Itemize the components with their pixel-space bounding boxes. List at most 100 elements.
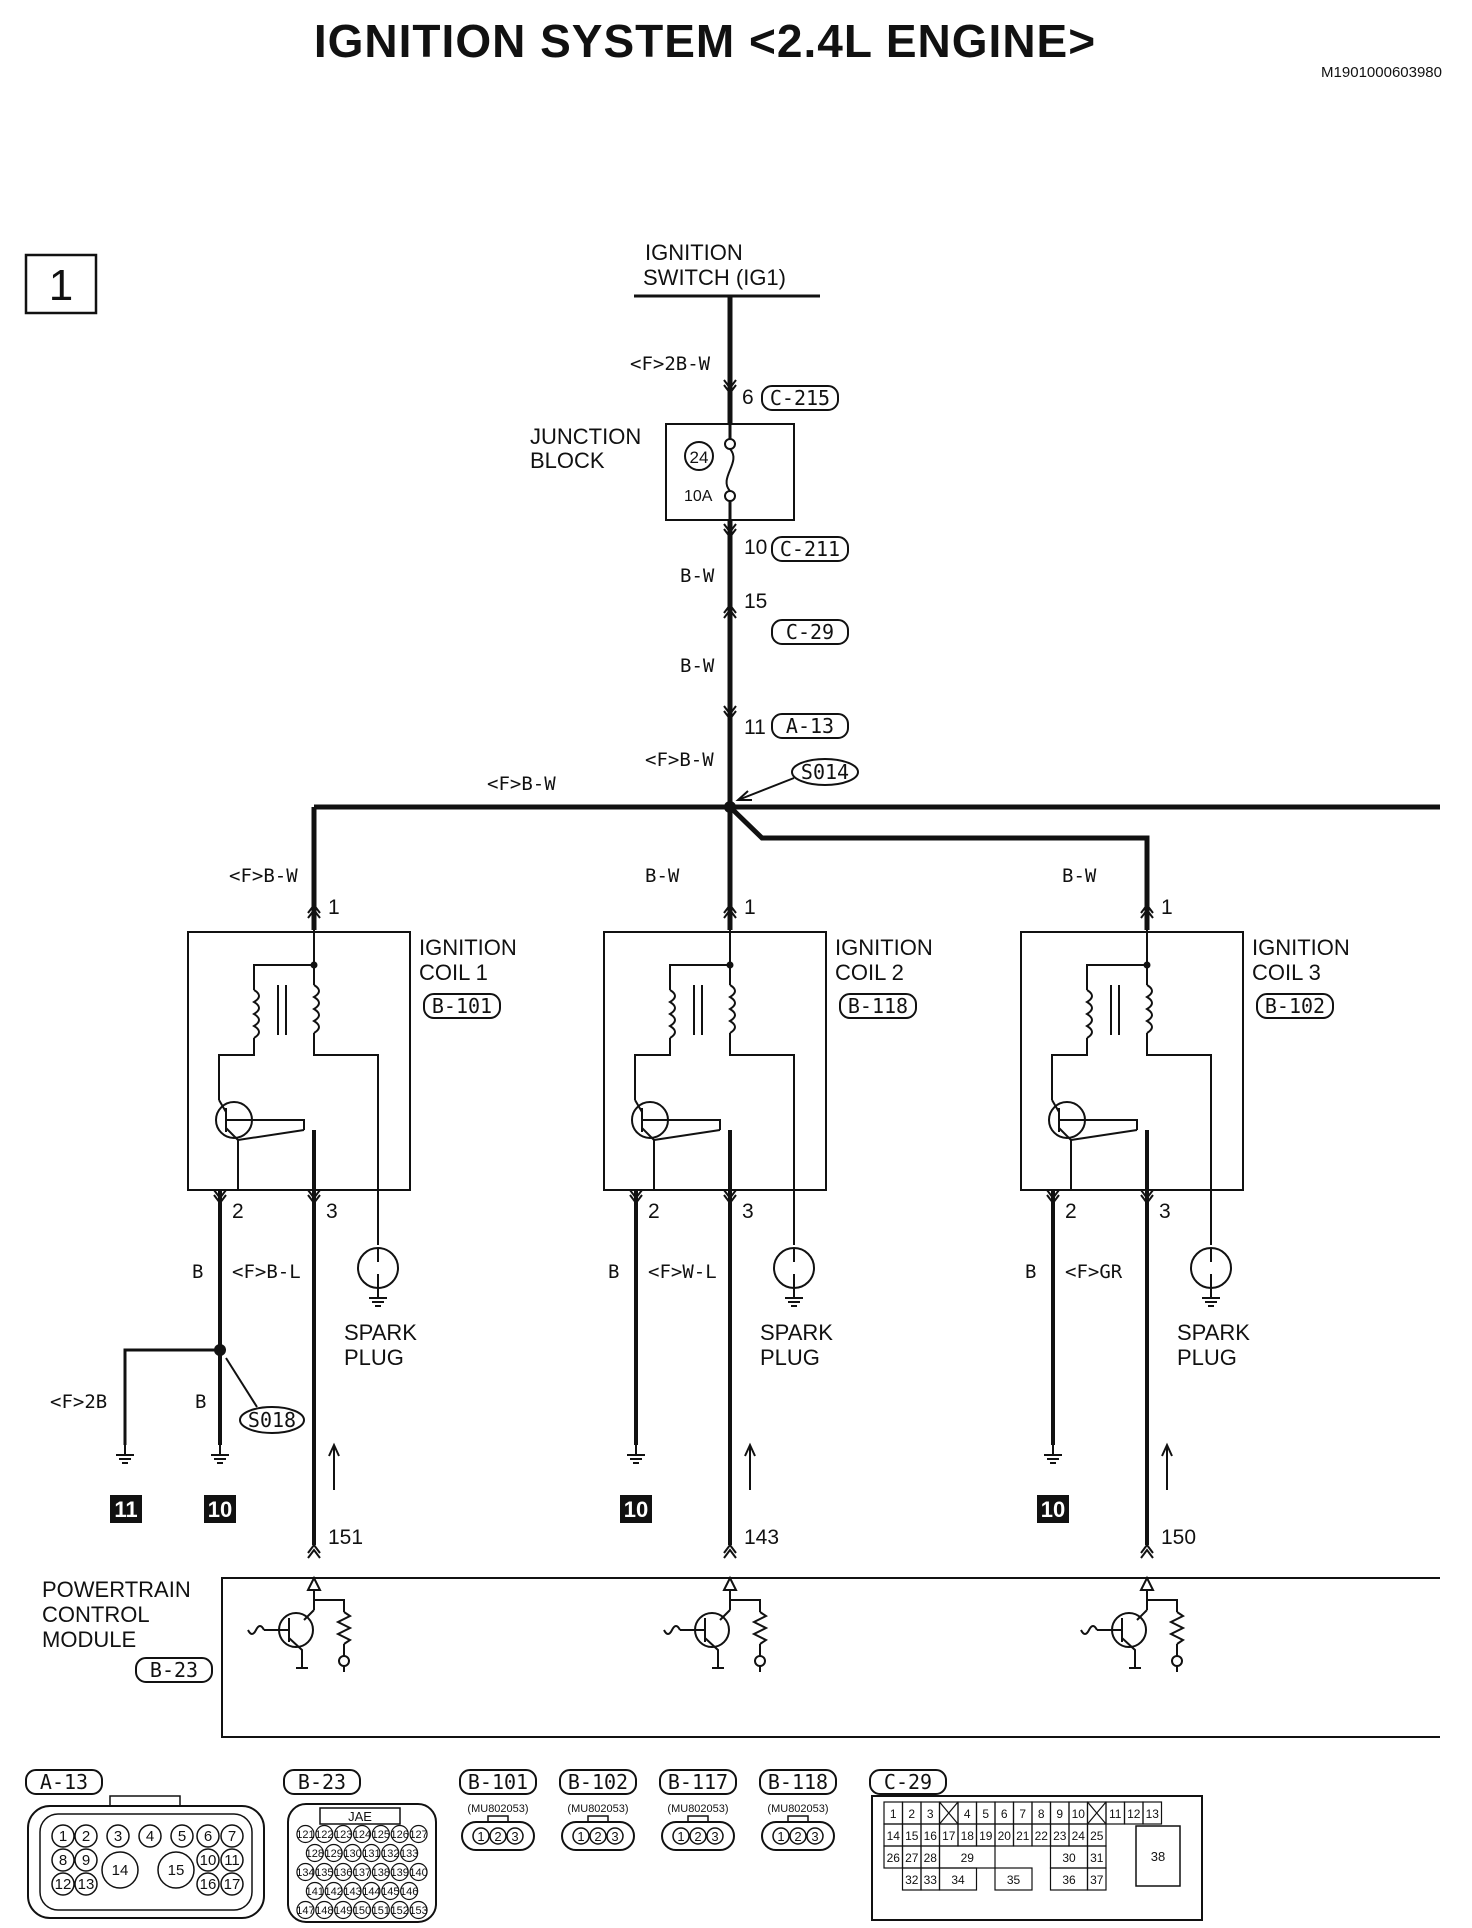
connector-c29-housing (871, 1795, 1203, 1921)
connector-a13-pin-4: 4 (146, 1828, 154, 1845)
connector-b23-pin-129: 129 (325, 1848, 343, 1860)
connector-b23-pin-152: 152 (391, 1905, 409, 1917)
connector-a13-pin-2-circle (74, 1824, 98, 1848)
connector-c29-pin-31: 31 (1090, 1851, 1104, 1865)
fuse-number-circle (684, 441, 714, 471)
connector-b102-part: (MU802053) (567, 1803, 628, 1815)
connector-c29-pin-33: 33 (924, 1873, 938, 1887)
connector-b118-ref-box (759, 1769, 837, 1795)
connector-b23-pin-142-circle (324, 1881, 343, 1901)
pcm-ref-box (135, 1657, 213, 1683)
splice-s018-dot (214, 1344, 226, 1356)
connector-c29-pin-14: 14 (887, 1829, 901, 1843)
pcm-driver1-pullup-terminal (338, 1655, 350, 1667)
connector-a13-pin-5: 5 (178, 1828, 186, 1845)
connector-c211-box (771, 536, 849, 562)
connector-b23-pin-132: 132 (381, 1848, 399, 1860)
coil3-pcm-connector-arrow (1140, 1544, 1154, 1559)
connector-b23-pin-153: 153 (409, 1905, 427, 1917)
connector-c29-pin-16: 16 (924, 1829, 938, 1843)
coil3-spark-lead (1146, 1033, 1212, 1245)
coil2-ground-ref: 10 (624, 1497, 648, 1522)
coil3-ground-ref-box (1037, 1495, 1069, 1523)
connector-b101-pin-3: 3 (511, 1829, 518, 1844)
wire-label-fbw-bus: <F>B-W (487, 773, 556, 795)
connector-b23-pin-126-circle (390, 1824, 409, 1844)
wire-label-bw-2: B-W (680, 655, 715, 677)
pcm-driver2-resistor-icon (751, 1611, 769, 1645)
connector-b118-pin-2-circle (789, 1827, 807, 1845)
connector-a13-pin-1-circle (51, 1824, 75, 1848)
connector-b101-pin-2: 2 (494, 1829, 501, 1844)
connector-c29-pin-20: 20 (998, 1829, 1012, 1843)
coil3-pin-3: 3 (1159, 1200, 1171, 1223)
coil3-ground-icon (1043, 1444, 1063, 1464)
connector-a13-pin-14: 14 (112, 1862, 129, 1879)
coil3-ref: B-102 (1265, 994, 1325, 1018)
pcm-driver3-pullup-terminal (1171, 1655, 1183, 1667)
page-number: 1 (49, 261, 73, 310)
connector-b23-pin-142: 142 (325, 1886, 343, 1898)
pin-a13: 11 (744, 716, 766, 739)
connector-b118-part: (MU802053) (767, 1803, 828, 1815)
wire-label-b-after-splice: B (195, 1391, 206, 1413)
connector-b117-ref-box (659, 1769, 737, 1795)
fuse-terminal-bottom (724, 490, 736, 502)
coil2-ref-box (839, 993, 917, 1019)
connector-b23-pin-134: 134 (296, 1867, 314, 1879)
connector-b101-ref-box (459, 1769, 537, 1795)
connector-a13-pin-6-circle (196, 1824, 220, 1848)
pcm-driver-3 (1080, 1575, 1186, 1672)
connector-b23-pin-132-circle (381, 1843, 400, 1863)
connector-c29-pin-12: 12 (1127, 1807, 1141, 1821)
connector-b23-pin-146-circle (400, 1881, 419, 1901)
pcm-driver2-pullup-terminal (754, 1655, 766, 1667)
connector-b23-pin-127-circle (409, 1824, 428, 1844)
coil2-spark-lead (729, 1033, 795, 1245)
connector-c211-ref: C-211 (780, 537, 840, 561)
coil2-ground-wire-label: B (608, 1261, 619, 1283)
connector-c29-pin-37-cell (1086, 1867, 1107, 1891)
connector-a13-pin-10: 10 (200, 1852, 217, 1869)
coil2-input-wire-label: B-W (645, 865, 680, 887)
pin-c211: 10 (744, 536, 767, 559)
connector-c29-pin-21: 21 (1016, 1829, 1030, 1843)
connector-b101-pin-2-circle (489, 1827, 507, 1845)
coil1-pin-1: 1 (328, 896, 340, 919)
connector-b23-pin-137-circle (352, 1862, 372, 1882)
connector-a13-pin-11-circle (220, 1848, 244, 1872)
connector-b23-pin-135-circle (315, 1862, 334, 1882)
connector-b117-pin-2-circle (689, 1827, 707, 1845)
junction-block-label-1: JUNCTION (530, 424, 641, 449)
connector-c215-box (761, 385, 839, 411)
connector-b118-ref: B-118 (768, 1770, 828, 1794)
connector-b117-pin-2: 2 (694, 1829, 701, 1844)
connector-a13-pin-5-circle (170, 1824, 194, 1848)
connector-b23-ref: B-23 (298, 1770, 346, 1794)
coil2-spark-label-1: SPARK (760, 1320, 833, 1345)
connector-c29-pin-9: 9 (1056, 1807, 1063, 1821)
coil3-name-1: IGNITION (1252, 935, 1350, 960)
coil2-pcm-pin: 143 (744, 1526, 779, 1549)
connector-b102-pin-2: 2 (594, 1829, 601, 1844)
coil1-spark-plug-ground-icon (368, 1287, 388, 1307)
connector-b101-pin-1: 1 (477, 1829, 484, 1844)
coil2-primary-winding-icon (668, 989, 676, 1039)
connector-c29-pin-34: 34 (951, 1873, 965, 1887)
connector-b23-pin-126: 126 (391, 1829, 409, 1841)
connector-c29-pin-10: 10 (1072, 1807, 1086, 1821)
coil1-spark-label-1: SPARK (344, 1320, 417, 1345)
connector-b102-ref: B-102 (568, 1770, 628, 1794)
connector-b23-pin-127: 127 (409, 1829, 427, 1841)
connector-a13-ref-box (25, 1769, 103, 1795)
connector-c29-pin-6: 6 (1001, 1807, 1008, 1821)
coil3-ground-ref: 10 (1041, 1497, 1065, 1522)
connector-c29-pin-35-cell (994, 1867, 1033, 1891)
connector-b23-pin-153-circle (409, 1900, 428, 1920)
ground-icon-coil1 (210, 1444, 230, 1464)
pcm-box (221, 1577, 1440, 1738)
connector-b117-pin-3: 3 (711, 1829, 718, 1844)
